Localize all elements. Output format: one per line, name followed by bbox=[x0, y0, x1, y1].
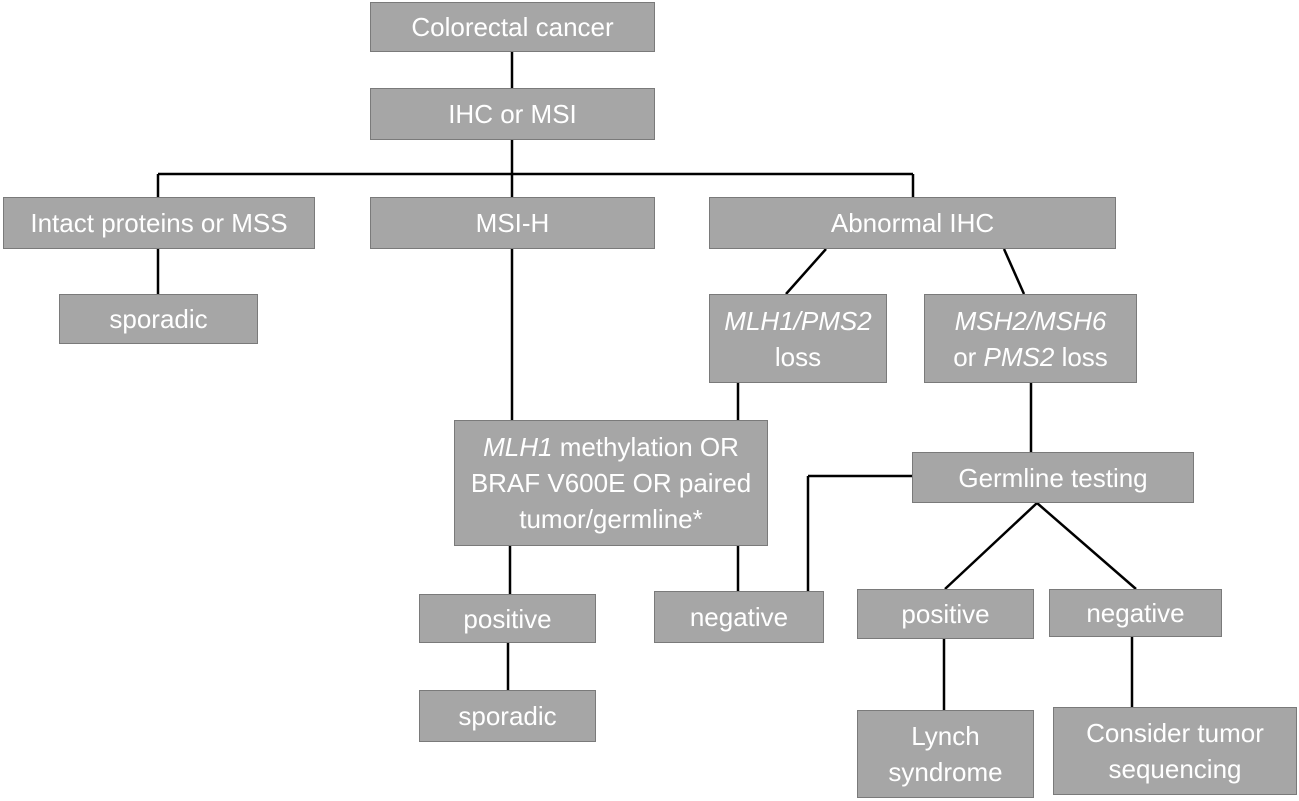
abnormal-ihc-node: Abnormal IHC bbox=[709, 197, 1116, 249]
node-label-line2: BRAF V600E OR paired bbox=[470, 468, 752, 498]
consider-tumor-sequencing-node: Consider tumor sequencing bbox=[1053, 707, 1297, 795]
node-label: sporadic bbox=[109, 304, 208, 334]
msh2-msh6-pms2-loss-node: MSH2/MSH6 or PMS2 loss bbox=[924, 294, 1137, 383]
germline-testing-node: Germline testing bbox=[912, 452, 1194, 503]
sporadic-node-2: sporadic bbox=[419, 690, 596, 742]
node-label: Abnormal IHC bbox=[830, 208, 995, 238]
node-label-line2: or PMS2 loss bbox=[953, 341, 1108, 372]
node-label: IHC or MSI bbox=[448, 99, 577, 129]
node-label: Colorectal cancer bbox=[411, 12, 614, 42]
sporadic-node-1: sporadic bbox=[59, 294, 258, 344]
node-label-line3: tumor/germline* bbox=[519, 504, 703, 534]
msi-h-node: MSI-H bbox=[370, 197, 655, 249]
intact-proteins-node: Intact proteins or MSS bbox=[3, 197, 315, 249]
node-label-line1: MLH1 methylation OR bbox=[483, 432, 739, 462]
node-label-line2: syndrome bbox=[888, 757, 1003, 787]
node-label-line2: sequencing bbox=[1108, 754, 1242, 784]
node-label-line1: Lynch bbox=[911, 721, 980, 751]
node-label: positive bbox=[901, 599, 990, 629]
node-label: MSI-H bbox=[475, 208, 550, 238]
node-label-line1: Consider tumor bbox=[1086, 718, 1264, 748]
gene-label: MLH1/PMS2 bbox=[724, 305, 872, 336]
lynch-syndrome-node: Lynch syndrome bbox=[857, 710, 1034, 798]
node-label: Intact proteins or MSS bbox=[30, 208, 288, 238]
node-label: negative bbox=[689, 602, 789, 632]
node-label: Germline testing bbox=[958, 462, 1148, 493]
node-label: sporadic bbox=[458, 701, 557, 731]
positive-node-1: positive bbox=[419, 594, 596, 643]
node-label: positive bbox=[463, 603, 552, 634]
negative-node-1: negative bbox=[654, 591, 824, 643]
ihc-or-msi-node: IHC or MSI bbox=[370, 88, 655, 140]
gene-label: MSH2/MSH6 bbox=[954, 305, 1107, 336]
negative-node-2: negative bbox=[1049, 589, 1222, 637]
colorectal-cancer-node: Colorectal cancer bbox=[370, 2, 655, 52]
mlh1-pms2-loss-node: MLH1/PMS2 loss bbox=[709, 294, 887, 383]
node-label: loss bbox=[774, 341, 822, 372]
positive-node-2: positive bbox=[857, 589, 1034, 639]
mlh1-methylation-node: MLH1 methylation OR BRAF V600E OR paired… bbox=[454, 420, 768, 546]
node-label: negative bbox=[1086, 598, 1185, 628]
